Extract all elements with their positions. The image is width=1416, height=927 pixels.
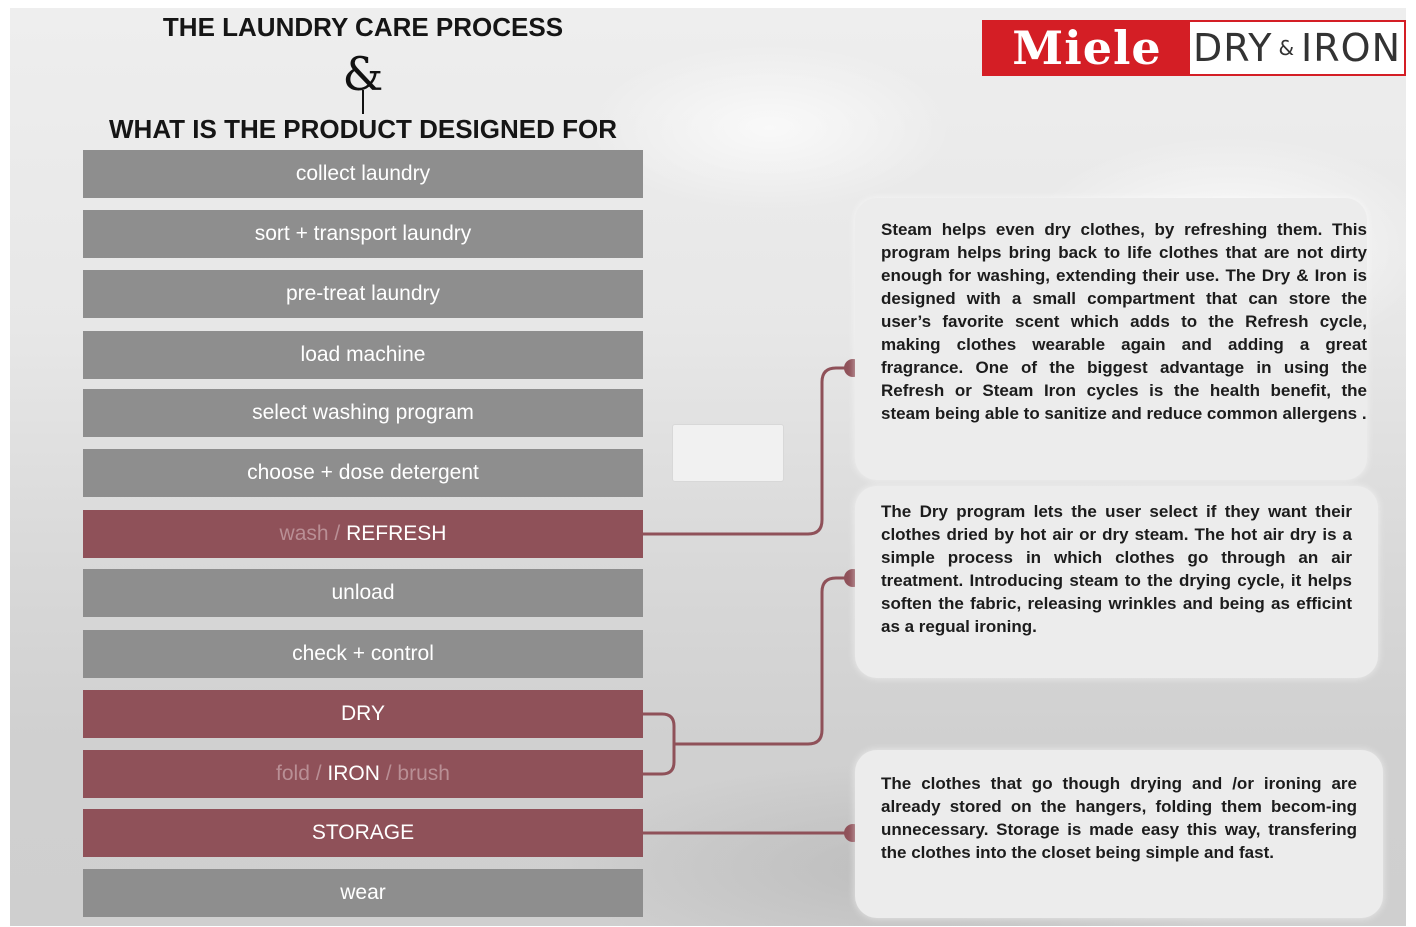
- step-pre-treat: pre-treat laundry: [83, 270, 643, 318]
- step-dry: DRY: [83, 690, 643, 738]
- miele-dry-iron-logo: Miele DRY & IRON: [982, 20, 1406, 76]
- step-wear: wear: [83, 869, 643, 917]
- step-label: wear: [340, 881, 386, 904]
- step-label: unload: [331, 581, 395, 604]
- bubble-text: The Dry program lets the user select if …: [881, 502, 1352, 636]
- background-device: [672, 424, 784, 482]
- logo-brand: Miele: [984, 21, 1190, 75]
- connector-refresh: [643, 366, 853, 536]
- step-choose-detergent: choose + dose detergent: [83, 449, 643, 497]
- step-select-program: select washing program: [83, 389, 643, 437]
- step-check-control: check + control: [83, 630, 643, 678]
- step-collect-laundry: collect laundry: [83, 150, 643, 198]
- step-label: STORAGE: [311, 821, 415, 844]
- step-label-muted: / brush: [379, 762, 450, 785]
- bubble-text: Steam helps even dry clothes, by refresh…: [881, 220, 1367, 423]
- logo-product-amp: &: [1278, 36, 1296, 60]
- info-bubble-dry: The Dry program lets the user select if …: [855, 486, 1378, 678]
- bubble-text: The clothes that go though drying and /o…: [881, 774, 1357, 862]
- info-bubble-refresh: Steam helps even dry clothes, by refresh…: [855, 198, 1367, 480]
- logo-product-part1: DRY: [1192, 26, 1273, 70]
- step-label: select washing program: [252, 401, 474, 424]
- step-storage: STORAGE: [83, 809, 643, 857]
- connector-dry-bracket: [643, 712, 676, 776]
- step-label-muted: fold /: [276, 762, 328, 785]
- step-label-strong: REFRESH: [346, 522, 447, 545]
- step-load-machine: load machine: [83, 331, 643, 379]
- step-label-muted: wash /: [279, 522, 347, 545]
- step-label-strong: IRON: [327, 762, 380, 785]
- logo-product-part2: IRON: [1301, 26, 1401, 70]
- step-sort-transport: sort + transport laundry: [83, 210, 643, 258]
- step-label: DRY: [341, 702, 385, 725]
- step-label: sort + transport laundry: [254, 222, 472, 245]
- title-line-1: THE LAUNDRY CARE PROCESS: [162, 12, 564, 42]
- title-line-2: WHAT IS THE PRODUCT DESIGNED FOR: [109, 114, 617, 144]
- info-bubble-storage: The clothes that go though drying and /o…: [855, 750, 1383, 918]
- step-label: choose + dose detergent: [247, 461, 479, 484]
- step-unload: unload: [83, 569, 643, 617]
- step-wash-refresh: wash / REFRESH: [83, 510, 643, 558]
- step-label: load machine: [300, 343, 426, 366]
- step-label: check + control: [292, 642, 434, 665]
- step-fold-iron-brush: fold / IRON / brush: [83, 750, 643, 798]
- ampersand-stem: [362, 90, 364, 114]
- logo-product: DRY & IRON: [1190, 22, 1404, 74]
- step-label: pre-treat laundry: [285, 282, 441, 305]
- step-label: collect laundry: [295, 162, 431, 185]
- connector-dry: [674, 576, 853, 746]
